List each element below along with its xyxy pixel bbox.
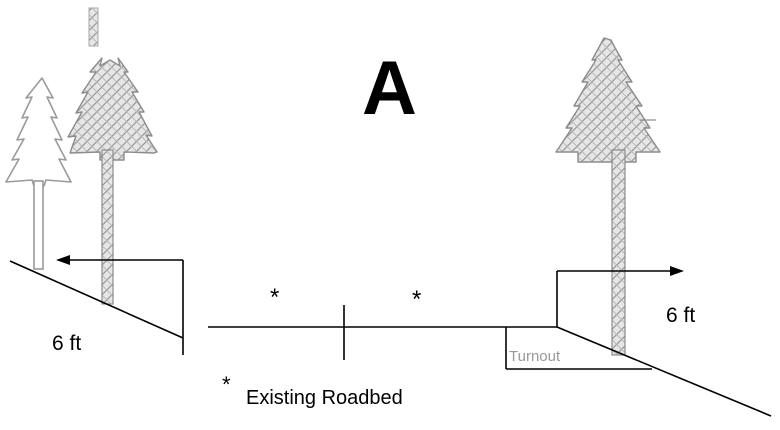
turnout-box	[505, 327, 652, 370]
hatched-tree-icon	[67, 7, 158, 305]
roadbed-marker: *	[412, 286, 421, 313]
right-ground-slope	[556, 326, 772, 417]
outline-tree-icon	[5, 77, 72, 270]
hatched-tree-icon	[555, 37, 661, 356]
left-clearance-label: 6 ft	[52, 332, 81, 355]
turnout-label: Turnout	[509, 348, 561, 365]
left-clearance-dimension	[56, 255, 184, 355]
legend-text: Existing Roadbed	[246, 387, 403, 409]
right-clearance-dimension	[556, 266, 684, 327]
left-ground-slope	[9, 260, 184, 339]
section-label: A	[362, 46, 417, 131]
roadbed-marker: *	[270, 284, 279, 311]
legend-marker: *	[222, 372, 231, 397]
legend: * Existing Roadbed	[222, 372, 403, 409]
right-clearance-label: 6 ft	[666, 304, 695, 327]
